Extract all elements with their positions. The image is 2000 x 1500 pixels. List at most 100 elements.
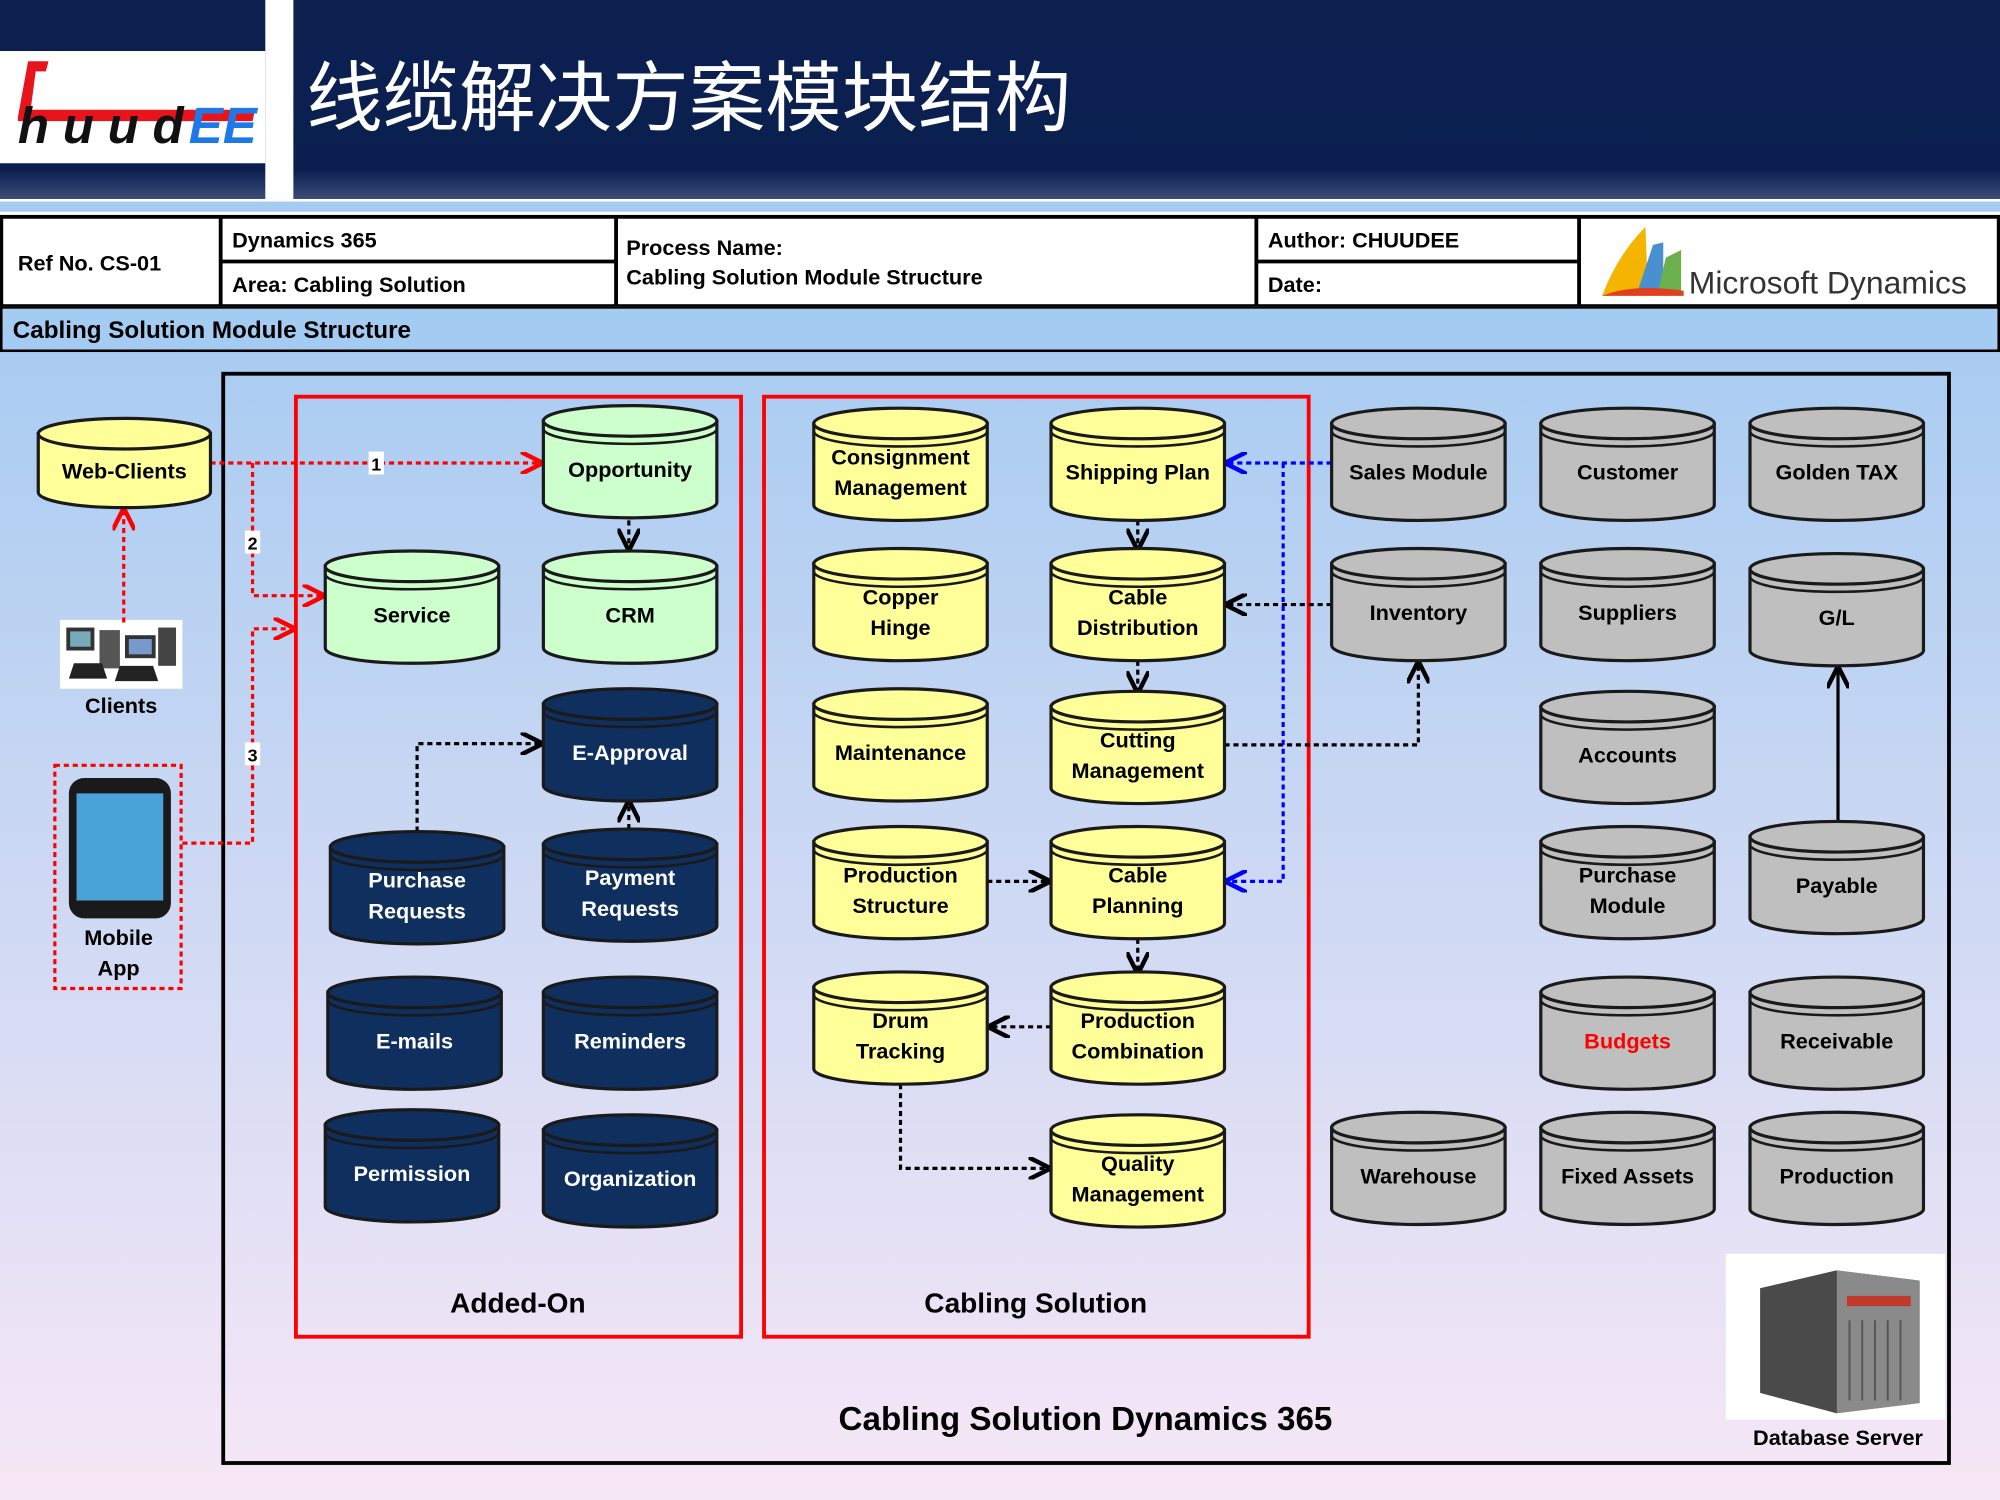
info-table: Ref No. CS-01 Dynamics 365 Area: Cabling… [0,214,2000,309]
module-label-line: Requests [581,896,679,921]
mobile-app-label-1: Mobile [84,925,153,950]
module-receivable[interactable]: Receivable [1748,975,1926,1091]
module-payable[interactable]: Payable [1748,819,1926,936]
module-label-line: Quality [1101,1151,1174,1176]
module-crm[interactable]: CRM [541,549,719,665]
module-service[interactable]: Service [323,549,501,665]
cylinder-rim [812,986,989,1012]
module-label: Warehouse [1360,1164,1476,1189]
cylinder-body [812,702,989,803]
module-label: Sales Module [1349,460,1488,485]
module-inventory[interactable]: Inventory [1330,546,1507,663]
system-label: Cabling Solution Dynamics 365 [839,1401,1333,1438]
module-label-line: Production [1780,1164,1894,1189]
cylinder-body [326,990,503,1091]
mobile-app-box[interactable] [53,763,183,991]
module-warehouse[interactable]: Warehouse [1330,1110,1507,1227]
cylinder-rim [1049,1129,1226,1155]
cylinder-body [1330,1125,1507,1227]
module-label-line: Purchase [1579,863,1677,888]
module-label: Reminders [574,1028,686,1053]
web-clients-module[interactable]: Web-Clients [36,416,213,510]
module-label-line: Web-Clients [62,458,187,483]
module-label-line: Cutting [1100,727,1176,752]
cylinder-body [1748,567,1926,668]
microsoft-dynamics-text: Microsoft Dynamics [1689,264,1967,300]
cylinder-body [812,421,989,523]
module-label: Fixed Assets [1561,1164,1694,1189]
module-organization[interactable]: Organization [541,1113,719,1229]
module-customer[interactable]: Customer [1539,406,1716,523]
module-label-line: Maintenance [835,740,966,765]
module-label-line: Planning [1092,893,1184,918]
module-label: Inventory [1370,600,1468,625]
module-permission[interactable]: Permission [323,1108,501,1224]
module-label: E-mails [376,1028,453,1053]
module-fixed-assets[interactable]: Fixed Assets [1539,1110,1716,1227]
module-e-mails[interactable]: E-mails [326,975,503,1091]
module-maintenance[interactable]: Maintenance [812,687,989,803]
module-golden-tax[interactable]: Golden TAX [1748,406,1926,523]
module-budgets[interactable]: Budgets [1539,975,1716,1091]
cylinder-rim [812,841,989,867]
module-g-l[interactable]: G/L [1748,551,1926,668]
module-shipping-plan[interactable]: Shipping Plan [1049,406,1227,523]
module-label-line: Distribution [1077,615,1199,640]
cylinder-body [1539,840,1716,941]
module-label: Service [373,602,450,627]
cylinder-body [328,845,506,946]
cylinder-rim [1330,1127,1507,1152]
module-label-line: Receivable [1780,1028,1893,1053]
module-label-line: Opportunity [568,457,692,482]
module-opportunity[interactable]: Opportunity [541,404,719,520]
cylinder-rim [542,844,719,869]
module-production[interactable]: Production [1748,1110,1926,1227]
cabling-solution-label: Cabling Solution [924,1288,1147,1319]
module-label-line: Tracking [856,1039,945,1064]
cylinder-body [1748,990,1926,1091]
process-label: Process Name: [626,235,783,260]
module-suppliers[interactable]: Suppliers [1539,546,1716,663]
cylinder-rim [1748,1127,1925,1152]
connector-label-3: 3 [248,745,258,765]
module-label-line: Shipping Plan [1066,460,1210,485]
module-sales-module[interactable]: Sales Module [1330,406,1507,523]
microsoft-dynamics-logo: Microsoft Dynamics [1602,227,1967,300]
module-label-line: Organization [564,1166,696,1191]
cylinder-body [812,562,989,663]
module-label-line: Requests [368,898,466,923]
module-label: CRM [605,602,654,627]
cylinder-rim [329,846,506,872]
added-on-group [294,394,743,1339]
cylinder-body [1049,421,1227,523]
module-accounts[interactable]: Accounts [1539,689,1716,806]
cylinder-body [1748,421,1926,523]
cylinder-rim [1748,423,1925,448]
module-reminders[interactable]: Reminders [541,975,719,1091]
cylinder-body [36,432,213,510]
module-label-line: Cable [1108,863,1167,888]
module-label-line: Production [843,863,957,888]
cylinder-body [1049,1128,1227,1229]
module-e-approval[interactable]: E-Approval [541,687,719,803]
module-label-line: Payable [1796,873,1878,898]
module-label-line: Golden TAX [1776,460,1899,485]
module-label-line: Accounts [1578,743,1677,768]
module-label: Payable [1796,873,1878,898]
chuudee-logo: huud EE [0,51,266,164]
